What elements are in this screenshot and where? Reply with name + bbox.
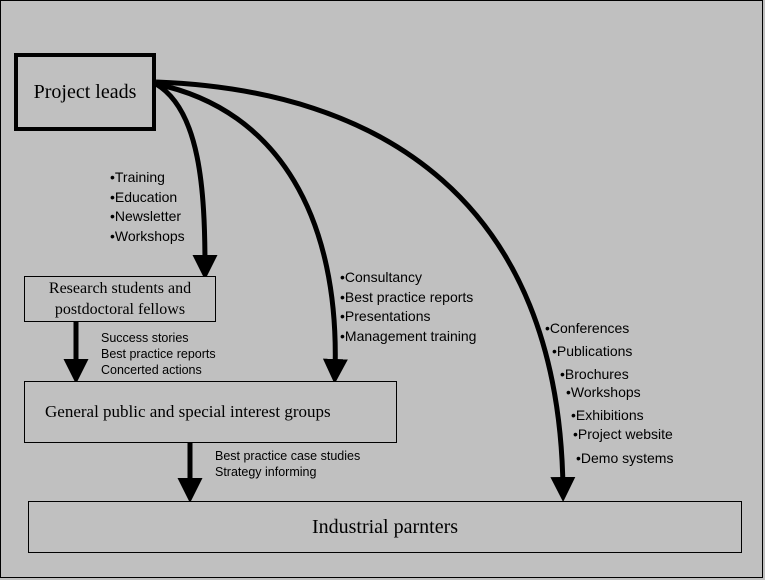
- list-item: •Project website: [573, 426, 673, 442]
- list-item: •Brochures: [560, 366, 629, 382]
- list-item: •Exhibitions: [571, 407, 644, 423]
- arrow-leads-to-public: [155, 81, 348, 384]
- list-item: •Best practice reports: [340, 288, 474, 305]
- node-project-leads: Project leads: [14, 53, 156, 131]
- list-item: •Conferences: [545, 320, 630, 336]
- list-item: •Demo systems: [576, 450, 674, 466]
- node-general-public-label: General public and special interest grou…: [45, 402, 331, 421]
- list-item: Best practice case studies: [215, 449, 361, 463]
- arrow-leads-to-industrial: [155, 79, 576, 502]
- list-item: •Training: [110, 169, 165, 185]
- list-item: •Management training: [340, 327, 477, 344]
- list-item: •Presentations: [340, 308, 431, 324]
- list-item: •Workshops: [110, 227, 185, 244]
- list-item: •Consultancy: [340, 269, 422, 285]
- list-item: •Newsletter: [110, 208, 182, 224]
- list-item: Strategy informing: [215, 465, 317, 479]
- arrow-leads-to-students: [154, 81, 218, 281]
- list-leads-to-public: •Consultancy •Best practice reports •Pre…: [340, 268, 476, 346]
- node-industrial-partners: Industrial parnters: [28, 501, 742, 553]
- list-leads-to-students: •Training •Education •Newsletter •Worksh…: [110, 168, 185, 246]
- list-item: Concerted actions: [101, 363, 202, 377]
- list-item: •Publications: [552, 343, 633, 359]
- list-item: •Education: [110, 188, 178, 205]
- node-research-students-label: Research students and postdoctoral fello…: [48, 280, 192, 318]
- list-students-to-public: Success stories Best practice reports Co…: [101, 330, 216, 378]
- node-project-leads-label: Project leads: [33, 80, 137, 103]
- list-item: Success stories: [101, 331, 189, 345]
- node-research-students: Research students and postdoctoral fello…: [24, 276, 216, 322]
- list-public-to-industrial: Best practice case studies Strategy info…: [215, 448, 360, 480]
- node-general-public: General public and special interest grou…: [24, 381, 397, 443]
- list-item: •Workshops: [566, 384, 641, 400]
- list-item: Best practice reports: [101, 347, 216, 361]
- node-industrial-partners-label: Industrial parnters: [311, 515, 459, 538]
